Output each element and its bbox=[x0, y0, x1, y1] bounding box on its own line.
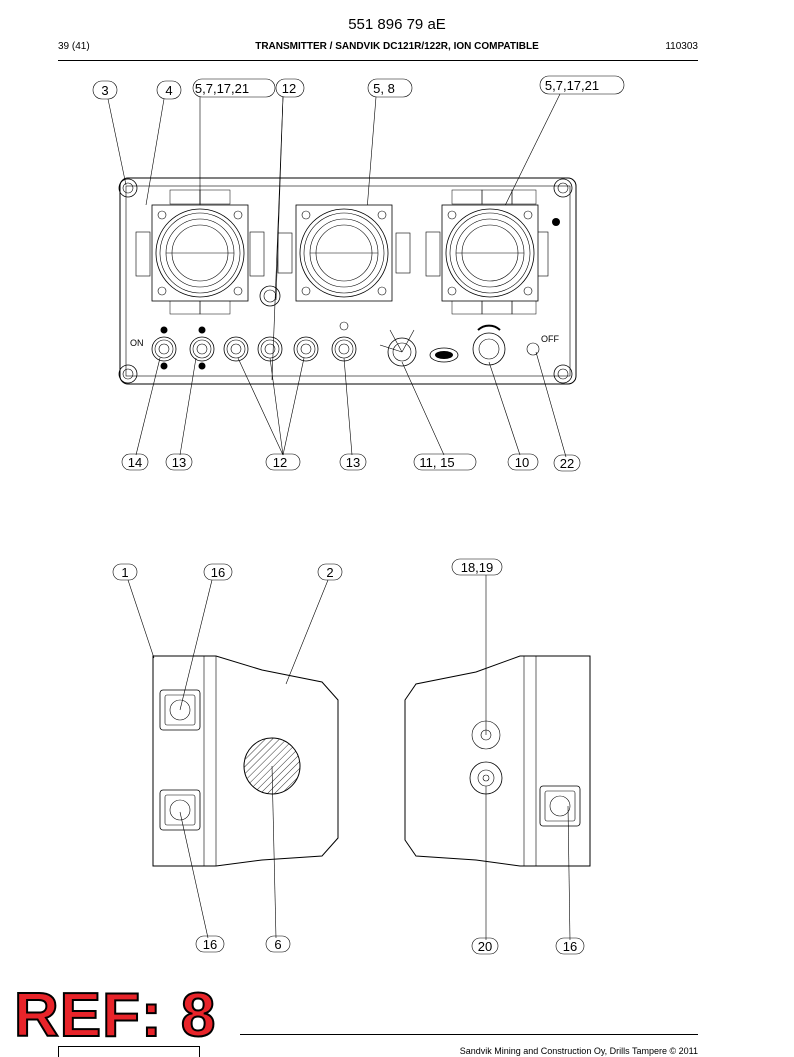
callout-16-bottom-left: 16 bbox=[203, 937, 217, 952]
off-label: OFF bbox=[541, 334, 559, 344]
callout-group-mid: 14 13 12 13 11, 15 10 22 bbox=[121, 351, 581, 472]
callout-group-lower-bottom: 16 6 20 16 bbox=[179, 765, 585, 955]
callout-16-bottom-right: 16 bbox=[563, 939, 577, 954]
footer-copyright: Sandvik Mining and Construction Oy, Dril… bbox=[459, 1046, 698, 1056]
callout-4: 4 bbox=[165, 83, 172, 98]
transmitter-top-view: ON OFF bbox=[118, 177, 577, 385]
callout-5-7-17-21-right: 5,7,17,21 bbox=[545, 78, 599, 93]
callout-5-7-17-21-left: 5,7,17,21 bbox=[195, 81, 249, 96]
callout-group-top: 3 4 5,7,17,21 12 5, 8 5,7,17,21 bbox=[92, 75, 625, 381]
header-rule bbox=[58, 60, 698, 61]
document-code: 110303 bbox=[665, 41, 698, 52]
callout-group-lower-top: 1 16 2 18,19 bbox=[112, 558, 503, 735]
callout-13-left: 13 bbox=[172, 455, 186, 470]
sandvik-logo bbox=[58, 1046, 200, 1057]
callout-13-right: 13 bbox=[346, 455, 360, 470]
callout-10: 10 bbox=[515, 455, 529, 470]
callout-6: 6 bbox=[274, 937, 281, 952]
callout-2: 2 bbox=[326, 565, 333, 580]
callout-12-top: 12 bbox=[282, 81, 296, 96]
page-title: TRANSMITTER / SANDVIK DC121R/122R, ION C… bbox=[255, 41, 539, 52]
page-number: 39 (41) bbox=[58, 41, 90, 52]
callout-16-top: 16 bbox=[211, 565, 225, 580]
transmitter-left-side-view bbox=[152, 655, 339, 867]
callout-1: 1 bbox=[121, 565, 128, 580]
callout-22: 22 bbox=[560, 456, 574, 471]
callout-14: 14 bbox=[128, 455, 142, 470]
callout-20: 20 bbox=[478, 939, 492, 954]
footer-rule bbox=[240, 1034, 698, 1035]
callout-5-8: 5, 8 bbox=[373, 81, 395, 96]
document-number: 551 896 79 aE bbox=[348, 16, 446, 33]
callout-18-19: 18,19 bbox=[461, 560, 494, 575]
callout-12-mid: 12 bbox=[273, 455, 287, 470]
transmitter-right-side-view bbox=[404, 655, 591, 867]
callout-11-15: 11, 15 bbox=[419, 455, 454, 470]
ref-stamp: REF: 8 bbox=[13, 981, 217, 1050]
callout-3: 3 bbox=[101, 83, 108, 98]
on-label: ON bbox=[130, 338, 144, 348]
